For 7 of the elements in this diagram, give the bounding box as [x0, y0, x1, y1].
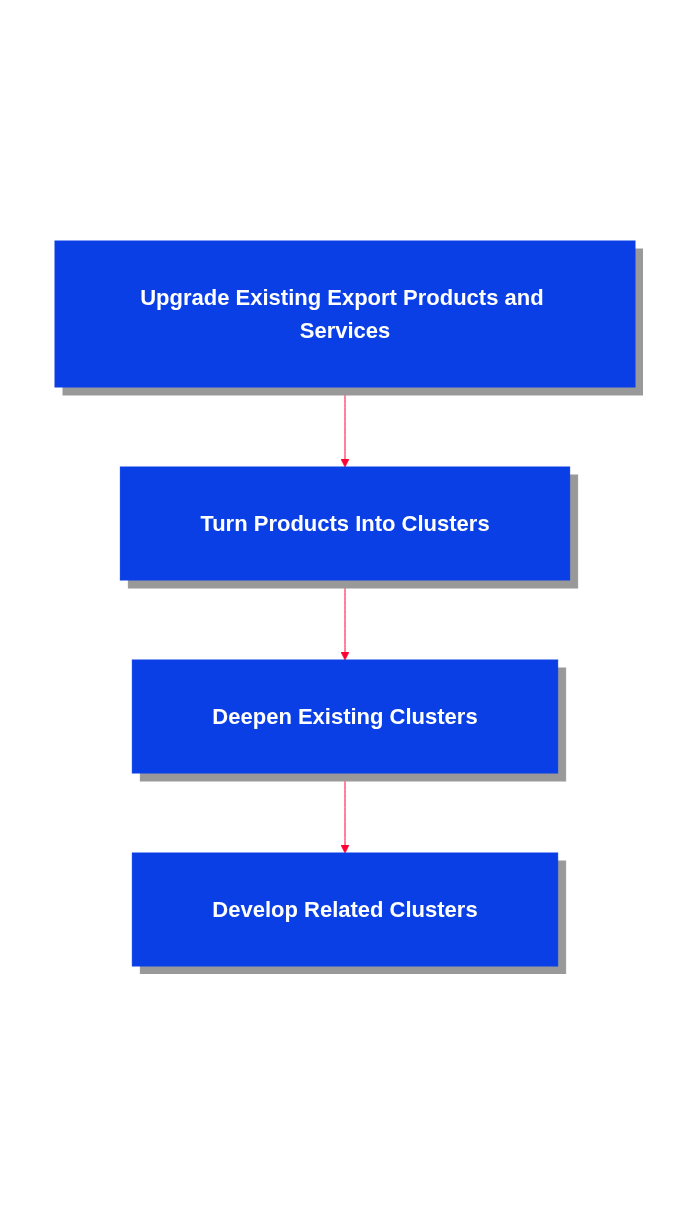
node-box: Deepen Existing Clusters: [131, 659, 559, 773]
node-box: Upgrade Existing Export Products and Services: [54, 240, 636, 387]
arrow: [340, 386, 350, 467]
arrow: [340, 579, 350, 660]
arrow: [340, 772, 350, 853]
node-box: Turn Products Into Clusters: [119, 466, 571, 580]
node-box: Develop Related Clusters: [131, 852, 559, 966]
